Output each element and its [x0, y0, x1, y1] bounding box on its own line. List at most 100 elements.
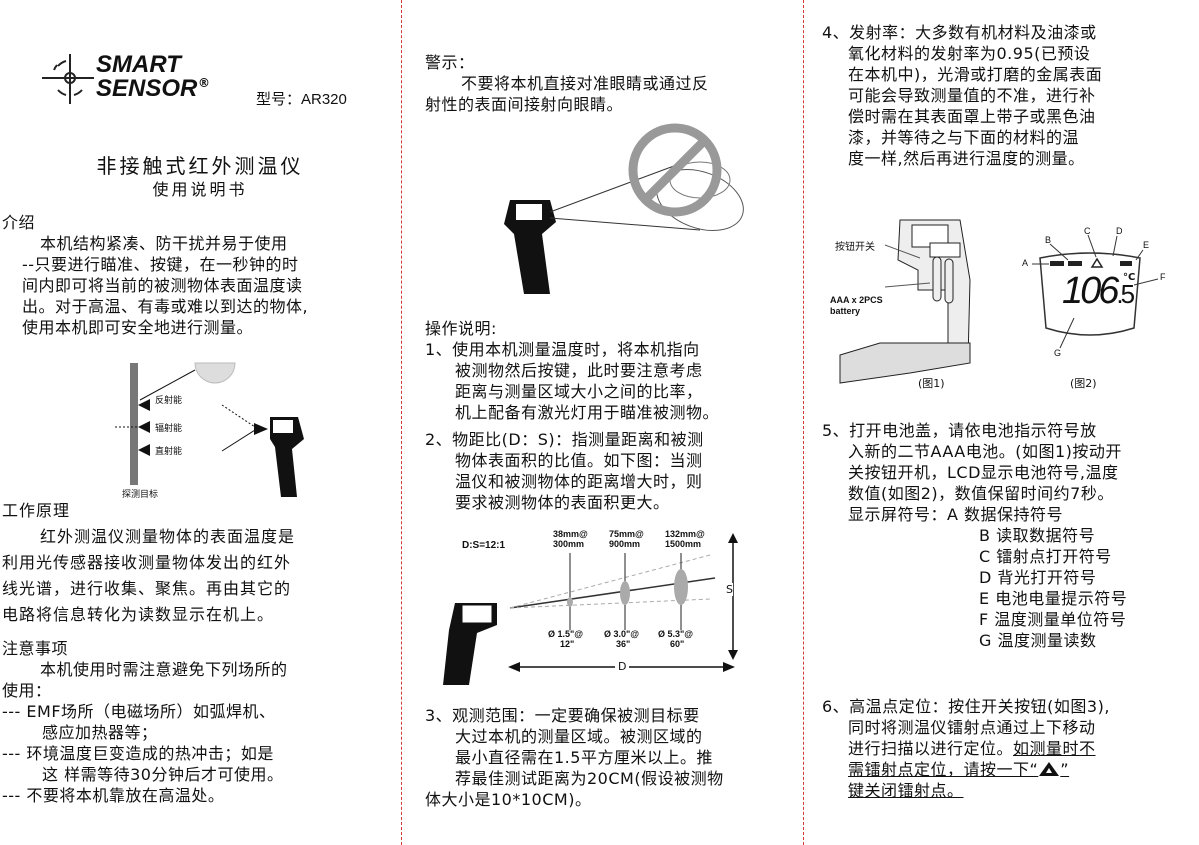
- battery-section: 5、打开电池盖，请依电池指示符号放 入新的二节AAA电池。(如图1)按动开 关按…: [822, 420, 1127, 651]
- target-icon: [42, 54, 94, 104]
- symbol-item: A 数据保持符号: [947, 505, 1064, 524]
- battery-label-2: battery: [830, 306, 861, 316]
- cautions-heading: 注意事项: [2, 639, 69, 658]
- principle-illustration: 反射能 辐射能 直射能 探测目标: [110, 355, 320, 500]
- text-line: --- 不要将本机靠放在高温处。: [2, 786, 225, 805]
- brand-line1: SMART: [96, 51, 181, 78]
- text-line: 氧化材料的发射率为0.95(已预设: [848, 44, 1091, 63]
- lcd-unit: °C: [1123, 272, 1136, 283]
- diameter-text: Ø 5.3"@: [658, 629, 694, 639]
- underlined-text: 如测量时不: [1013, 739, 1096, 758]
- text-line: 数值(如图2)，数值保留时间约7秒。: [848, 484, 1114, 503]
- spot-size-label: 75mm@900mm: [609, 529, 644, 549]
- distance-text: 900mm: [609, 539, 641, 549]
- direct-energy-label: 直射能: [155, 446, 183, 456]
- registered-mark: ®: [198, 76, 210, 90]
- text-line: 5、打开电池盖，请依电池指示符号放: [822, 421, 1097, 440]
- column-divider: [401, 0, 402, 845]
- distance-text: 12": [560, 639, 575, 649]
- underlined-text: 需镭射点定位，请按一下“: [848, 760, 1039, 779]
- text-line: 最小直径需在1.5平方厘米以上。推: [455, 748, 713, 767]
- text-line: 入新的二节AAA电池。(如图1)按动开: [848, 442, 1122, 461]
- symbols-label: 显示屏符号：: [848, 505, 948, 524]
- text-line: 本机使用时需注意避免下列场所的: [40, 660, 288, 679]
- callout-d: D: [1116, 226, 1123, 236]
- text-line: 出。对于高温、有毒或难以到达的物体,: [22, 297, 309, 316]
- figure-1-battery: 按钮开关 AAA x 2PCS battery (图1): [830, 215, 980, 395]
- text-line: 4、发射率：大多数有机材料及油漆或: [822, 23, 1097, 42]
- distance-text: 1500mm: [665, 539, 702, 549]
- text-line: 距离与测量区域大小之间的比率，: [455, 382, 703, 401]
- spot-size-label: 132mm@1500mm: [665, 529, 705, 549]
- callout-f: F: [1160, 272, 1166, 282]
- document-title: 非接触式红外测温仪: [96, 154, 304, 178]
- text-line: 不要将本机直接对准眼睛或通过反: [461, 74, 709, 93]
- lcd-decimal: .5: [1116, 279, 1135, 309]
- text-line: 物体表面积的比值。如下图：当测: [455, 451, 703, 470]
- text-line: 可能会导致测量值的不准，进行补: [848, 86, 1096, 105]
- operation-heading: 操作说明:: [425, 319, 497, 338]
- spot-size-text: 75mm@: [609, 529, 644, 539]
- symbol-item: B 读取数据符号: [979, 526, 1096, 545]
- column-divider: [803, 0, 804, 845]
- distance-text: 300mm: [553, 539, 585, 549]
- diameter-text: Ø 3.0"@: [604, 629, 640, 639]
- text-line: 体大小是10*10CM)。: [425, 790, 592, 809]
- reflected-energy-label: 反射能: [155, 395, 183, 405]
- distance-spot-diagram: D:S=12:1 38mm@300mm 75mm@900mm 132mm@150…: [410, 525, 790, 685]
- brand-line2: SENSOR: [96, 75, 198, 102]
- battery-label-1: AAA x 2PCS: [830, 295, 883, 305]
- diameter-text: Ø 1.5"@: [548, 629, 584, 639]
- callout-b: B: [1045, 235, 1052, 245]
- text-line: 使用：: [2, 681, 52, 700]
- radiated-energy-label: 辐射能: [155, 423, 183, 433]
- distance-axis-label: D: [615, 660, 630, 673]
- ratio-label: D:S=12:1: [462, 540, 506, 551]
- distance-text: 60": [670, 639, 685, 649]
- range-section: 3、观测范围：一定要确保被测目标要 大过本机的测量区域。被测区域的 最小直径需在…: [425, 705, 724, 810]
- text-line: 漆，并等待之与下面的材料的温: [848, 128, 1080, 147]
- text-line: 同时将测温仪镭射点通过上下移动: [848, 718, 1096, 737]
- text-line: 利用光传感器接收测量物体发出的红外: [2, 553, 292, 572]
- text-line: 6、高温点定位：按住开关按钮(如图3),: [822, 697, 1110, 716]
- document-subtitle: 使用说明书: [152, 180, 248, 199]
- warning-heading: 警示：: [425, 53, 475, 72]
- brand-logo: SMART SENSOR ®: [40, 52, 220, 104]
- text-line: 偿时需在其表面罩上带子或黑色油: [848, 107, 1096, 126]
- lcd-reading: 106.5: [1062, 270, 1135, 313]
- text-line: 温仪和被测物体的距离增大时，则: [455, 472, 703, 491]
- text-line: 使用本机即可安全地进行测量。: [22, 318, 254, 337]
- text-line: 间内即可将当前的被测物体表面温度读: [22, 276, 303, 295]
- symbol-item: G 温度测量读数: [979, 631, 1097, 650]
- hotspot-section: 6、高温点定位：按住开关按钮(如图3), 同时将测温仪镭射点通过上下移动 进行扫…: [822, 696, 1110, 801]
- intro-heading: 介绍: [2, 213, 36, 232]
- text-line: 大过本机的测量区域。被测区域的: [455, 727, 703, 746]
- target-label: 探测目标: [122, 489, 159, 499]
- text-line: 射性的表面间接射向眼睛。: [425, 95, 624, 114]
- spot-size-text: 132mm@: [665, 529, 705, 539]
- distance-text: 36": [616, 639, 631, 649]
- figure-2-caption: (图2): [1070, 377, 1097, 390]
- text-line: 关按钮开机，LCD显示电池符号,温度: [848, 463, 1119, 482]
- symbol-item: F 温度测量单位符号: [979, 610, 1127, 629]
- text-line: 这 样需等待30分钟后才可使用。: [42, 765, 284, 784]
- intro-section: 介绍 本机结构紧凑、防干扰并易于使用 --只要进行瞄准、按键，在一秒钟的时 间内…: [2, 212, 308, 338]
- symbol-item: E 电池电量提示符号: [979, 589, 1128, 608]
- principle-section: 工作原理 红外测温仪测量物体的表面温度是 利用光传感器接收测量物体发出的红外 线…: [2, 498, 295, 628]
- callout-e: E: [1143, 240, 1150, 250]
- text-line: 电路将信息转化为读数显示在机上。: [2, 605, 275, 624]
- warning-section: 警示： 不要将本机直接对准眼睛或通过反 射性的表面间接射向眼睛。: [425, 52, 709, 115]
- spot-size-text: 38mm@: [553, 529, 588, 539]
- text-line: 度一样,然后再进行温度的测量。: [848, 149, 1085, 168]
- callout-g: G: [1054, 348, 1062, 358]
- text-line: 3、观测范围：一定要确保被测目标要: [425, 706, 700, 725]
- cautions-section: 注意事项 本机使用时需注意避免下列场所的 使用： --- EMF场所（电磁场所）…: [2, 638, 288, 806]
- diameter-label: Ø 1.5"@12": [548, 629, 583, 649]
- lcd-integer: 106: [1062, 270, 1119, 312]
- figure-1-caption: (图1): [918, 377, 945, 390]
- principle-heading: 工作原理: [2, 501, 71, 520]
- spot-size-axis-label: S: [726, 583, 733, 596]
- figure-2-lcd: 106.5 °C A B C D E F G (图2): [1010, 220, 1185, 395]
- callout-c: C: [1084, 226, 1091, 236]
- emissivity-section: 4、发射率：大多数有机材料及油漆或 氧化材料的发射率为0.95(已预设 在本机中…: [822, 22, 1102, 169]
